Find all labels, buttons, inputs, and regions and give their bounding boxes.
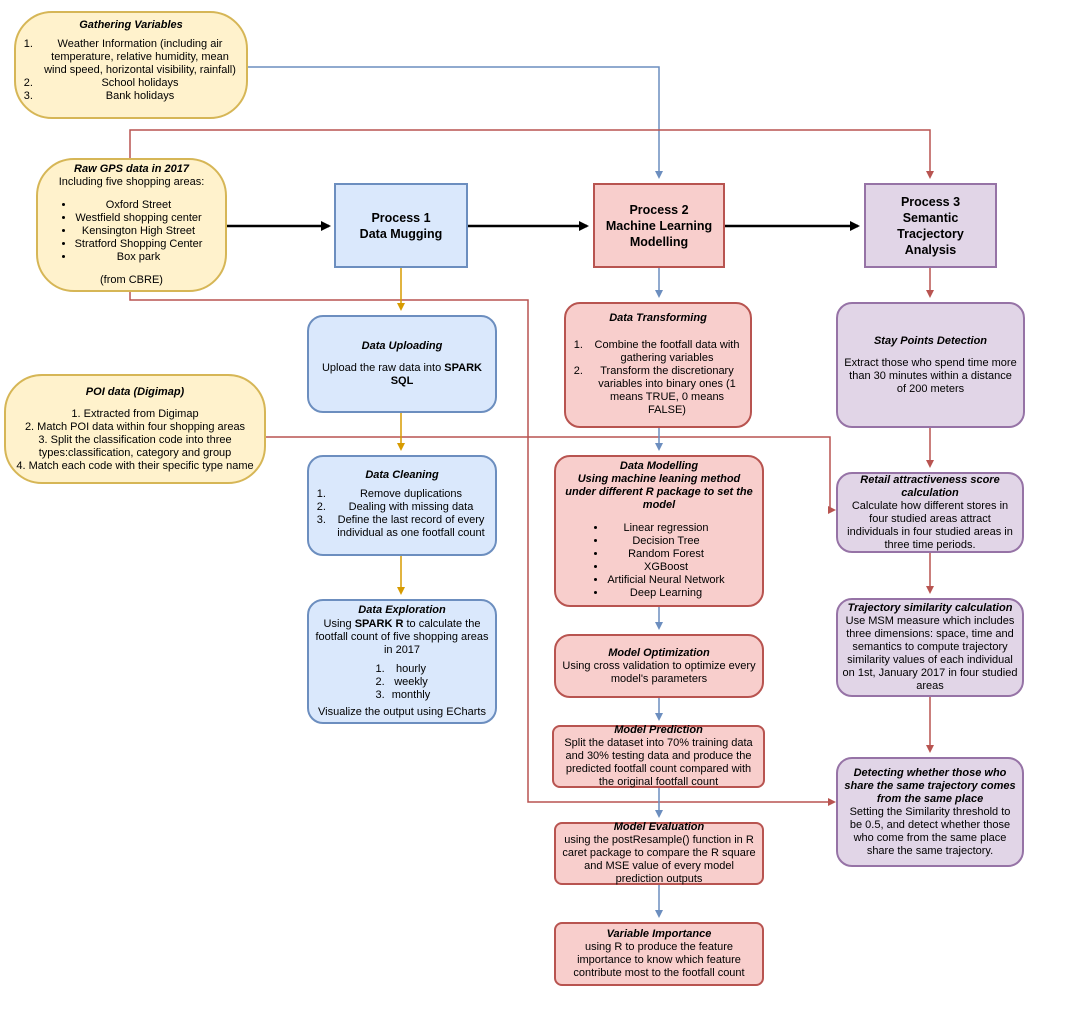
data-uploading-text: Upload the raw data into SPARK SQL [321, 362, 482, 387]
model-optimization-text: Using cross validation to optimize every… [562, 659, 756, 685]
shopping-areas-list: Oxford Street Westfield shopping center … [61, 199, 203, 264]
data-exploration-text: Using SPARK R to calculate the footfall … [315, 618, 489, 657]
poi-line: 2. Match POI data within four shopping a… [24, 420, 246, 433]
list-item: Oxford Street [75, 199, 203, 212]
process-2-line2: Machine Learning [605, 218, 713, 233]
edge-rawgps-to-detecting [129, 292, 836, 806]
stay-points-node: Stay Points Detection Extract those who … [836, 302, 1025, 428]
model-evaluation-title: Model Evaluation [613, 821, 705, 833]
model-prediction-title: Model Prediction [614, 724, 703, 736]
poi-data-title: POI data (Digimap) [85, 385, 185, 398]
model-evaluation-node: Model Evaluation using the postResample(… [554, 821, 764, 885]
data-exploration-node: Data Exploration Using SPARK R to calcul… [307, 599, 497, 724]
data-modelling-list: Linear regression Decision Tree Random F… [593, 522, 724, 600]
list-item: Stratford Shopping Center [75, 238, 203, 251]
stay-points-title: Stay Points Detection [873, 334, 988, 347]
raw-gps-intro: Including five shopping areas: [58, 176, 205, 188]
process-1-node: Process 1 Data Mugging [334, 183, 468, 268]
gathering-variables-title: Gathering Variables [79, 19, 183, 31]
variable-importance-node: Variable Importance using R to produce t… [554, 922, 764, 986]
raw-gps-title: Raw GPS data in 2017 [74, 163, 189, 175]
detecting-title: Detecting whether those who share the sa… [844, 766, 1016, 805]
model-prediction-text: Split the dataset into 70% training data… [564, 737, 753, 788]
model-optimization-node: Model Optimization Using cross validatio… [554, 634, 764, 698]
data-transforming-list: Combine the footfall data with gathering… [572, 339, 744, 417]
poi-line: 4. Match each code with their specific t… [16, 459, 254, 472]
model-optimization-title: Model Optimization [608, 646, 710, 659]
process-3-line2: Semantic Tracjectory [897, 210, 964, 241]
data-modelling-title: Data Modelling [619, 460, 699, 472]
list-item: Bank holidays [36, 90, 240, 103]
list-item: Kensington High Street [75, 225, 203, 238]
model-evaluation-text: using the postResample() function in R c… [562, 834, 756, 885]
list-item: Define the last record of every individu… [329, 514, 489, 540]
list-item: Random Forest [607, 548, 724, 561]
data-exploration-title: Data Exploration [358, 604, 446, 616]
poi-line: 1. Extracted from Digimap [71, 407, 199, 420]
detecting-node: Detecting whether those who share the sa… [836, 757, 1024, 867]
data-cleaning-list: Remove duplications Dealing with missing… [315, 488, 489, 540]
process-2-node: Process 2 Machine Learning Modelling [593, 183, 725, 268]
model-prediction-node: Model Prediction Split the dataset into … [552, 724, 765, 788]
process-3-node: Process 3 Semantic Tracjectory Analysis [864, 183, 997, 268]
list-item: School holidays [36, 77, 240, 90]
list-item: monthly [388, 689, 431, 702]
list-item: Box park [75, 251, 203, 264]
edge-poi-to-retail [266, 436, 834, 510]
data-cleaning-title: Data Cleaning [365, 469, 439, 481]
edge-gathering-to-process2 [247, 66, 663, 179]
list-item: Weather Information (including air tempe… [36, 38, 240, 77]
list-item: XGBoost [607, 561, 724, 574]
process-2-line3: Modelling [629, 234, 689, 249]
variable-importance-title: Variable Importance [606, 928, 712, 940]
poi-line: 3. Split the classification code into th… [38, 433, 232, 459]
raw-gps-source: (from CBRE) [100, 274, 163, 286]
list-item: hourly [388, 663, 431, 676]
retail-score-text: Calculate how different stores in four s… [847, 499, 1013, 551]
list-item: weekly [388, 676, 431, 689]
data-modelling-subtitle: Using machine leaning method under diffe… [565, 473, 753, 511]
detecting-text: Setting the Similarity threshold to be 0… [849, 805, 1011, 857]
data-transforming-title: Data Transforming [609, 312, 707, 324]
list-item: Transform the discretionary variables in… [586, 365, 744, 417]
list-item: Artificial Neural Network [607, 574, 724, 587]
edge-rawgps-to-process3 [129, 129, 934, 179]
process-1-line1: Process 1 [371, 210, 431, 225]
data-uploading-node: Data Uploading Upload the raw data into … [307, 315, 497, 413]
trajectory-similarity-title: Trajectory similarity calculation [847, 602, 1013, 614]
list-item: Linear regression [607, 522, 724, 535]
process-3-line3: Analysis [904, 242, 957, 257]
data-modelling-node: Data Modelling Using machine leaning met… [554, 455, 764, 607]
variable-importance-text: using R to produce the feature importanc… [573, 941, 745, 979]
retail-score-node: Retail attractiveness score calculation … [836, 472, 1024, 553]
list-item: Remove duplications [329, 488, 489, 501]
data-uploading-title: Data Uploading [361, 340, 443, 352]
process-1-line2: Data Mugging [359, 226, 443, 241]
raw-gps-node: Raw GPS data in 2017 Including five shop… [36, 158, 227, 292]
trajectory-similarity-node: Trajectory similarity calculation Use MS… [836, 598, 1024, 697]
gathering-variables-node: Gathering Variables Weather Information … [14, 11, 248, 119]
gathering-variables-list: Weather Information (including air tempe… [22, 38, 240, 103]
list-item: Combine the footfall data with gathering… [586, 339, 744, 365]
data-exploration-footer: Visualize the output using ECharts [318, 706, 486, 718]
list-item: Dealing with missing data [329, 501, 489, 514]
list-item: Westfield shopping center [75, 212, 203, 225]
retail-score-title: Retail attractiveness score calculation [860, 473, 1000, 499]
list-item: Decision Tree [607, 535, 724, 548]
process-3-line1: Process 3 [900, 194, 961, 209]
list-item: Deep Learning [607, 587, 724, 600]
data-exploration-list: hourly weekly monthly [374, 663, 431, 702]
data-cleaning-node: Data Cleaning Remove duplications Dealin… [307, 455, 497, 556]
process-2-line1: Process 2 [629, 202, 689, 217]
poi-data-node: POI data (Digimap) 1. Extracted from Dig… [4, 374, 266, 484]
trajectory-similarity-text: Use MSM measure which includes three dim… [842, 615, 1018, 692]
stay-points-text: Extract those who spend time more than 3… [844, 356, 1017, 395]
data-transforming-node: Data Transforming Combine the footfall d… [564, 302, 752, 428]
